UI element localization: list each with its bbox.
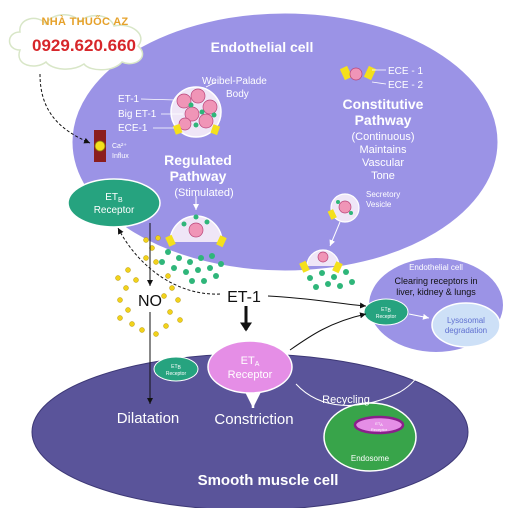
continuous-label: (Continuous) <box>352 131 415 143</box>
secretory-to-release-arrow <box>329 221 341 247</box>
lysosomal-label-1: Lysosomal <box>447 316 485 325</box>
eta-receptor-label-et: ETA <box>241 355 260 368</box>
et-form-big-et1: Big ET-1 <box>118 109 157 120</box>
clearing-label-1: Clearing receptors in <box>394 276 477 286</box>
clearing-etb-receptor <box>363 298 409 326</box>
ca-label: Ca²⁺ <box>112 143 127 150</box>
eta-receptor <box>207 340 293 394</box>
ece1-label: ECE - 1 <box>388 66 423 77</box>
eta-to-clearing-arrow <box>289 312 367 351</box>
released-et1-granules <box>159 249 355 290</box>
etb-receptor-label-et: ETB <box>105 192 123 204</box>
vascular-label: Vascular <box>362 157 404 169</box>
sm-etb-label: ETB <box>171 364 181 371</box>
constriction-label: Constriction <box>214 411 293 428</box>
regulated-title-2: Pathway <box>170 168 227 184</box>
eta-receptor-label: Receptor <box>228 369 273 381</box>
ca-ion <box>94 140 106 152</box>
maintains-label: Maintains <box>359 144 407 156</box>
etb-receptor-label: Receptor <box>94 205 135 216</box>
stimulated-label: (Stimulated) <box>174 187 233 199</box>
lysosomal-label-2: degradation <box>445 326 487 335</box>
weibel-palade-label-1: Weibel-Palade <box>202 76 267 87</box>
constitutive-title-1: Constitutive <box>343 96 424 112</box>
endosome-eta-receptor <box>353 415 405 435</box>
endosome-label: Endosome <box>351 454 390 463</box>
wpb-granules <box>172 88 221 136</box>
endosome-eta-label-2: Receptor <box>371 427 388 432</box>
et1-label: ET-1 <box>227 289 261 306</box>
regulated-exocytosis-contents <box>165 214 227 248</box>
logo-dashed-arrow <box>39 73 91 144</box>
recycling-label: Recycling <box>322 394 370 406</box>
constitutive-title-2: Pathway <box>355 112 412 128</box>
secretory-vesicle <box>327 193 360 223</box>
weibel-palade-label-2: Body <box>226 89 249 100</box>
dilatation-label: Dilatation <box>117 410 180 427</box>
clearing-etb-label: ETB <box>381 307 391 314</box>
logo-cloud <box>8 14 144 71</box>
smooth-muscle-title: Smooth muscle cell <box>198 472 339 489</box>
no-label: NO <box>138 293 162 310</box>
recycling-arrow <box>295 371 421 406</box>
et-form-et1: ET-1 <box>118 94 140 105</box>
clearing-etb-label-2: Receptor <box>376 314 397 320</box>
clearing-etb-to-lysosome-arrow <box>408 313 430 320</box>
smooth-muscle-etb-receptor <box>153 356 199 382</box>
ece-markers <box>339 65 387 85</box>
clearing-label-2: liver, kidney & lungs <box>396 287 476 297</box>
et-form-ece1: ECE-1 <box>118 123 148 134</box>
endosome-eta-label: ETA <box>375 421 383 427</box>
et1-to-etb-dashed-arrow <box>117 227 221 295</box>
influx-label: Influx <box>112 153 129 160</box>
secretory-label-1: Secretory <box>366 190 400 199</box>
no-dots <box>115 235 183 337</box>
lysosome <box>431 302 501 348</box>
et1-to-clearing-arrow <box>267 295 367 309</box>
regulated-title-1: Regulated <box>164 152 232 168</box>
endothelial-cell <box>69 10 501 274</box>
logo-phone: 0929.620.660 <box>32 36 136 55</box>
tone-label: Tone <box>371 170 395 182</box>
etb-receptor <box>67 178 161 228</box>
logo-brand: NHÀ THUỐC AZ <box>41 16 129 28</box>
ece2-label: ECE - 2 <box>388 80 423 91</box>
secretory-label-2: Vesicle <box>366 200 392 209</box>
constitutive-release <box>299 249 343 274</box>
wpb-label-pointer <box>205 81 217 88</box>
et-form-pointer-1 <box>140 98 177 101</box>
endothelial-title: Endothelial cell <box>211 39 314 55</box>
clearing-cell-title: Endothelial cell <box>409 263 463 272</box>
sm-etb-label-2: Receptor <box>166 371 187 377</box>
